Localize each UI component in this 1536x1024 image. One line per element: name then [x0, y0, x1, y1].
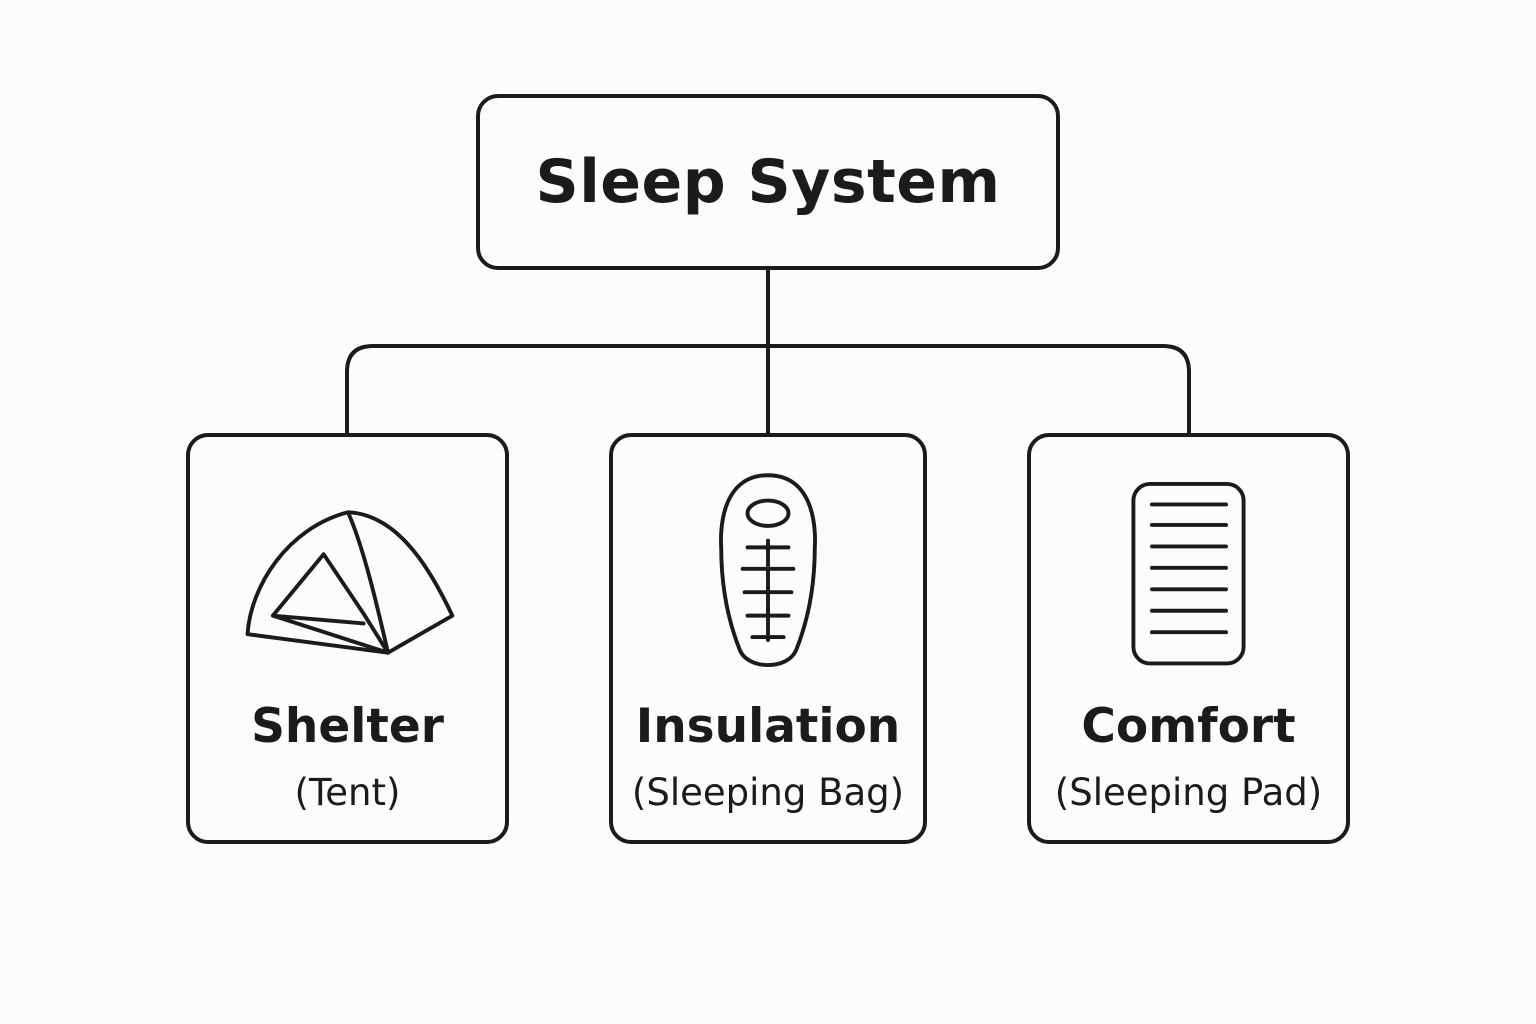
- child-subtitle: (Sleeping Bag): [631, 771, 905, 814]
- child-title: Insulation: [635, 699, 901, 754]
- root-title: Sleep System: [535, 147, 1001, 217]
- node-shelter: Shelter (Tent): [186, 433, 509, 844]
- child-subtitle: (Sleeping Pad): [1054, 771, 1323, 814]
- connector-branch-right: [766, 344, 1191, 435]
- child-subtitle: (Tent): [294, 771, 401, 814]
- node-insulation: Insulation (Sleeping Bag): [609, 433, 927, 844]
- child-title: Comfort: [1081, 699, 1296, 754]
- sleeping-bag-icon: [613, 437, 923, 687]
- child-title: Shelter: [251, 699, 444, 754]
- root-node: Sleep System: [476, 94, 1060, 270]
- tent-icon: [190, 437, 505, 687]
- connector-branch-left: [345, 344, 770, 435]
- sleeping-pad-icon: [1031, 437, 1346, 687]
- node-comfort: Comfort (Sleeping Pad): [1027, 433, 1350, 844]
